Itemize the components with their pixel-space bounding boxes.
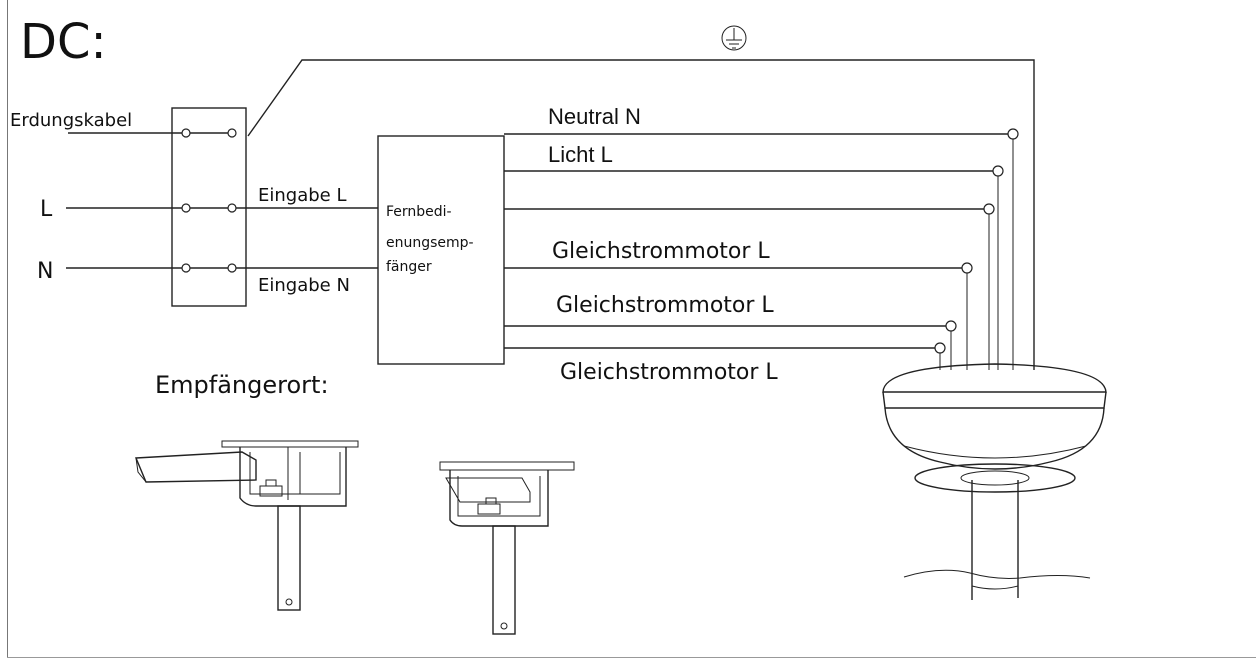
receiver-bracket-side-view-icon bbox=[134, 440, 359, 611]
motor-output-label-1: Gleichstrommotor L bbox=[552, 239, 770, 264]
wire-motor-3 bbox=[504, 342, 946, 370]
remote-receiver-box bbox=[377, 135, 505, 365]
wire-light bbox=[504, 165, 1004, 370]
wire-motor-2 bbox=[504, 320, 957, 370]
receiver-label-line1: Fernbedi- bbox=[386, 204, 452, 220]
left-border bbox=[7, 0, 8, 658]
receiver-label-line2: enungsemp- bbox=[386, 235, 474, 251]
receiver-bracket-front-view-icon bbox=[439, 461, 575, 635]
terminal-l bbox=[66, 203, 378, 213]
terminal-ground bbox=[68, 128, 237, 138]
terminal-n bbox=[66, 263, 378, 273]
ground-cable-label: Erdungskabel bbox=[10, 110, 132, 131]
wire-unlabeled bbox=[504, 203, 995, 370]
ground-icon bbox=[721, 25, 747, 51]
fan-canopy-icon bbox=[882, 363, 1107, 600]
ground-wire bbox=[247, 59, 1035, 370]
input-n-label: Eingabe N bbox=[258, 275, 350, 296]
neutral-output-label: Neutral N bbox=[548, 104, 641, 129]
diagram-title: DC: bbox=[20, 14, 107, 70]
line-input-label: L bbox=[40, 197, 53, 222]
neutral-input-label: N bbox=[37, 259, 53, 284]
motor-output-label-3: Gleichstrommotor L bbox=[560, 360, 778, 385]
wire-motor-1 bbox=[504, 262, 973, 370]
input-l-label: Eingabe L bbox=[258, 185, 347, 206]
light-output-label: Licht L bbox=[548, 142, 613, 167]
motor-output-label-2: Gleichstrommotor L bbox=[556, 293, 774, 318]
receiver-label-line3: fänger bbox=[386, 259, 432, 275]
wire-neutral bbox=[504, 128, 1019, 370]
receiver-location-label: Empfängerort: bbox=[155, 371, 329, 399]
